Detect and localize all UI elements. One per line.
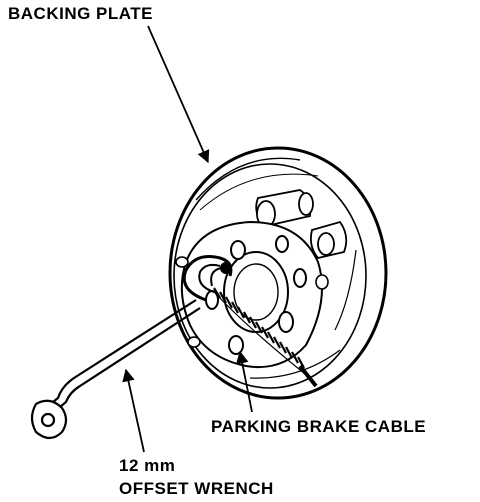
wrench-size-label: 12 mm xyxy=(119,456,176,475)
wheel-studs xyxy=(175,256,329,348)
backing-plate-arrow xyxy=(147,25,210,164)
offset-wrench-arrow xyxy=(122,368,145,453)
backing-plate-label: BACKING PLATE xyxy=(8,4,154,23)
offset-wrench-label: OFFSET WRENCH xyxy=(119,479,274,498)
parking-brake-cable-label: PARKING BRAKE CABLE xyxy=(211,417,427,436)
offset-wrench xyxy=(30,255,233,440)
leader-arrows xyxy=(122,25,253,453)
parking-brake-cable-arrow xyxy=(236,350,253,413)
parking-brake-cable xyxy=(210,267,318,388)
wheel-cylinder xyxy=(255,189,348,260)
